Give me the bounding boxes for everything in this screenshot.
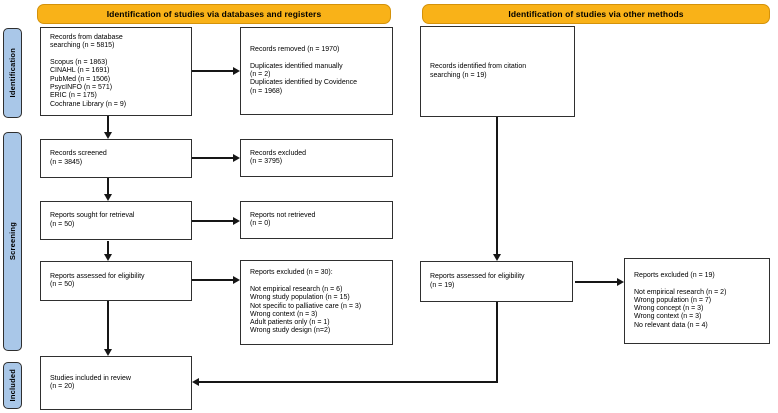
box-records-removed: Records removed (n = 1970) Duplicates id… <box>240 27 393 115</box>
box-reports-sought: Reports sought for retrieval (n = 50) <box>40 201 192 240</box>
box-records-excluded: Records excluded (n = 3795) <box>240 139 393 177</box>
arrow-db-to-removed-head <box>233 67 240 75</box>
arrow-sought-to-assessed-line <box>107 241 109 254</box>
box-reports-not-retrieved: Reports not retrieved (n = 0) <box>240 201 393 239</box>
arrow-sought-to-notretrieved-line <box>192 220 233 222</box>
box-citation-records: Records identified from citation searchi… <box>420 26 575 117</box>
stage-label-screening: Screening <box>3 132 22 351</box>
arrow-screened-to-excluded-line <box>192 157 233 159</box>
arrow-assessedother-to-excludedother-line <box>575 281 617 283</box>
arrow-db-to-screened-head <box>104 132 112 139</box>
arrow-db-to-removed-line <box>192 70 233 72</box>
arrow-other-to-included-head <box>192 378 199 386</box>
banner-databases-registers: Identification of studies via databases … <box>37 4 391 24</box>
stage-label-identification: Identification <box>3 28 22 118</box>
box-reports-assessed-other: Reports assessed for eligibility (n = 19… <box>420 261 573 302</box>
box-reports-assessed-databases: Reports assessed for eligibility (n = 50… <box>40 261 192 301</box>
arrow-other-to-included-vline <box>496 302 498 383</box>
arrow-other-to-included-hline <box>199 381 497 383</box>
box-reports-excluded-other: Reports excluded (n = 19) Not empirical … <box>624 258 770 344</box>
arrow-db-to-screened-line <box>107 116 109 133</box>
box-database-records: Records from database searching (n = 581… <box>40 27 192 116</box>
arrow-screened-to-excluded-head <box>233 154 240 162</box>
stage-label-included: Included <box>3 362 22 409</box>
stage-label-screening-text: Screening <box>8 222 17 261</box>
arrow-citation-to-assessed-line <box>496 117 498 254</box>
box-studies-included: Studies included in review (n = 20) <box>40 356 192 410</box>
stage-label-identification-text: Identification <box>8 48 17 98</box>
arrow-screened-to-sought-line <box>107 178 109 194</box>
arrow-sought-to-assessed-head <box>104 254 112 261</box>
banner-other-methods: Identification of studies via other meth… <box>422 4 770 24</box>
arrow-sought-to-notretrieved-head <box>233 217 240 225</box>
box-reports-excluded-databases: Reports excluded (n = 30): Not empirical… <box>240 260 393 345</box>
arrow-screened-to-sought-head <box>104 194 112 201</box>
arrow-assessed-to-included-line <box>107 301 109 349</box>
arrow-assessed-to-excluded-line <box>192 279 233 281</box>
arrow-citation-to-assessed-head <box>493 254 501 261</box>
arrow-assessed-to-included-head <box>104 349 112 356</box>
stage-label-included-text: Included <box>8 369 17 402</box>
arrow-assessedother-to-excludedother-head <box>617 278 624 286</box>
arrow-assessed-to-excluded-head <box>233 276 240 284</box>
box-records-screened: Records screened (n = 3845) <box>40 139 192 178</box>
